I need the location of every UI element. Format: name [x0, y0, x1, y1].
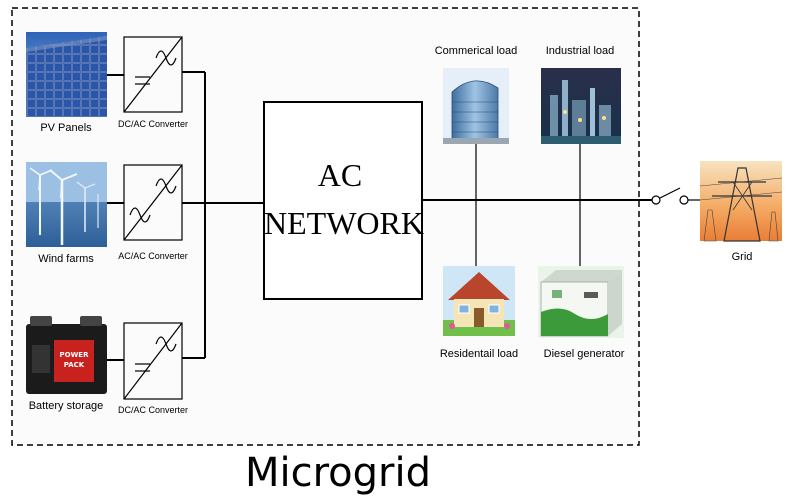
industrial-load-label: Industrial load — [546, 45, 615, 57]
source-wiring — [107, 71, 264, 361]
dc-ac-converter-1 — [123, 36, 183, 113]
converter-1-label: DC/AC Converter — [118, 119, 188, 129]
diesel-generator-label: Diesel generator — [544, 348, 625, 360]
house-icon — [443, 266, 515, 336]
residential-load-label: Residentail load — [440, 348, 518, 360]
pv-panels-label: PV Panels — [40, 122, 92, 134]
commercial-building-icon — [443, 68, 509, 144]
converter-3-label: DC/AC Converter — [118, 405, 188, 415]
diesel-generator-icon — [538, 266, 624, 338]
wind-farm-icon — [26, 162, 107, 247]
industrial-plant-icon — [541, 68, 621, 144]
commercial-load-label: Commerical load — [435, 45, 518, 57]
ac-network-label-line2: NETWORK — [264, 205, 424, 241]
wind-farms-label: Wind farms — [38, 253, 94, 265]
ac-network-box — [263, 101, 423, 300]
load-wiring — [422, 143, 652, 269]
battery-storage-label: Battery storage — [29, 400, 104, 412]
svg-text:POWER: POWER — [60, 351, 90, 359]
svg-text:PACK: PACK — [64, 361, 85, 369]
battery-icon: POWER PACK — [26, 316, 107, 394]
pv-panels-icon — [26, 32, 107, 117]
grid-label: Grid — [732, 251, 753, 263]
diagram-title: Microgrid — [245, 450, 431, 496]
grid-tower-icon — [699, 161, 783, 242]
converter-2-label: AC/AC Converter — [118, 251, 188, 261]
grid-switch — [651, 187, 700, 205]
ac-network-label-line1: AC — [318, 157, 362, 193]
